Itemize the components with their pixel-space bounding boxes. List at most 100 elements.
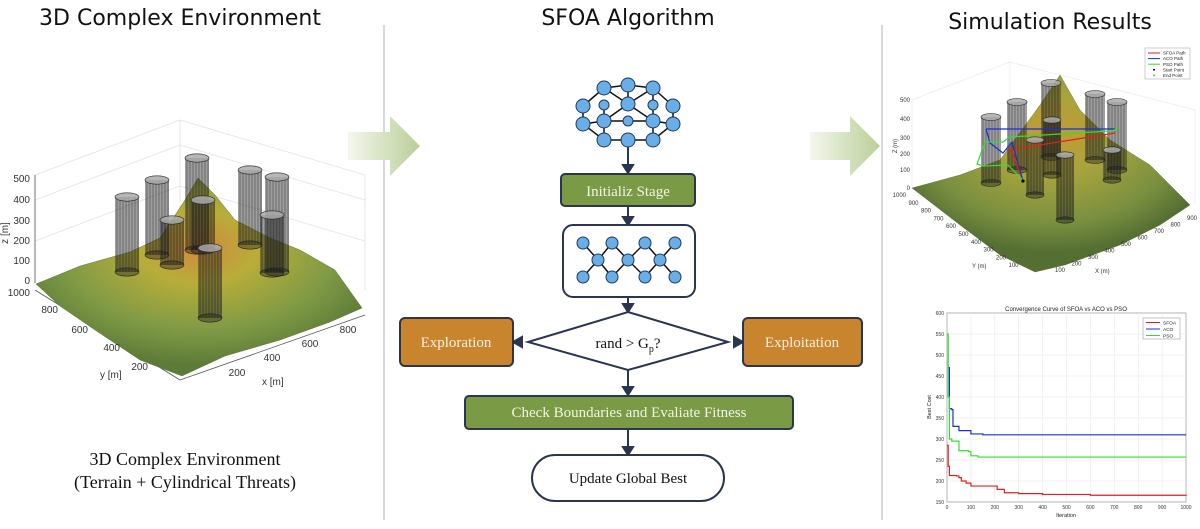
- y-tick-label: 1000: [893, 193, 907, 199]
- x-tick-label: 200: [1071, 262, 1082, 268]
- left-y-label: y [m]: [100, 370, 122, 381]
- x-tick-label: 900: [1187, 216, 1198, 222]
- threat-cylinder: [1025, 136, 1045, 199]
- z-tick-label: 500: [900, 98, 911, 104]
- right-x-label: X (m): [1095, 269, 1110, 275]
- network-node: [668, 270, 682, 284]
- x-tick-label: 400: [1038, 505, 1047, 511]
- divider-right: [881, 25, 883, 520]
- planned-paths: [976, 128, 1118, 183]
- x-tick-label: 100: [967, 505, 976, 511]
- x-tick-label: 900: [1158, 505, 1167, 511]
- x-tick-label: 500: [1121, 242, 1132, 248]
- convergence-xlabel: Iteration: [1056, 513, 1076, 519]
- y-tick-label: 100: [1008, 263, 1019, 269]
- y-tick-label: 200: [996, 255, 1007, 261]
- threat-cylinder: [1084, 90, 1106, 164]
- z-tick-label: 100: [900, 168, 911, 174]
- y-tick-label: 600: [946, 224, 957, 230]
- x-tick-label: 600: [302, 339, 319, 350]
- left-z-label: z [m]: [0, 222, 11, 244]
- init-stage-box: [560, 173, 696, 207]
- x-tick-label: 800: [340, 325, 357, 336]
- end-point: [1114, 128, 1118, 132]
- threat-cylinder: [159, 215, 185, 270]
- update-global-best-terminal: [531, 454, 725, 502]
- network-node: [620, 77, 636, 93]
- z-tick-label: 400: [13, 195, 30, 206]
- legend-entry: PSO Path: [1163, 62, 1184, 67]
- individual-network-icon: [576, 236, 682, 284]
- threat-cylinder: [114, 192, 140, 277]
- flowchart: [399, 77, 863, 502]
- decision-diamond: [524, 310, 732, 372]
- y-tick-label: 200: [131, 362, 148, 373]
- convergence-title: Convergence Curve of SFOA vs ACO vs PSO: [1005, 307, 1127, 313]
- x-tick-label: 600: [1086, 505, 1095, 511]
- z-tick-label: 100: [13, 256, 30, 267]
- network-node: [638, 270, 652, 284]
- series-line-sfoa: [947, 444, 1187, 497]
- exploration-label: Exploration: [421, 335, 492, 351]
- check-boundaries-box: [464, 395, 794, 430]
- x-tick-label: 200: [991, 505, 1000, 511]
- x-tick-label: 800: [1170, 223, 1181, 229]
- z-tick-label: 200: [13, 236, 30, 247]
- threat-cylinder: [237, 165, 263, 250]
- center-panel-title: SFOA Algorithm: [541, 6, 715, 31]
- x-tick-label: 700: [1154, 229, 1165, 235]
- terrain-surface: [35, 177, 363, 377]
- pso-path: [976, 129, 1117, 181]
- network-node: [665, 98, 681, 114]
- x-tick-label: 700: [1110, 505, 1119, 511]
- legend-entry: ACO Path: [1163, 56, 1184, 61]
- left-panel-title: 3D Complex Environment: [39, 6, 321, 31]
- network-node: [620, 132, 636, 148]
- network-node: [645, 80, 661, 96]
- decision-label: rand > Gp?: [595, 336, 660, 355]
- network-node: [605, 270, 619, 284]
- left-caption-line1: 3D Complex Environment: [89, 449, 281, 469]
- legend-entry: SFOA Path: [1163, 51, 1186, 56]
- x-tick-label: 400: [264, 353, 281, 364]
- legend-entry: Start Point: [1163, 67, 1185, 72]
- z-tick-label: 0: [24, 276, 30, 287]
- y-tick-label: 300: [936, 437, 945, 443]
- exploitation-label: Exploitation: [765, 335, 840, 351]
- network-node: [596, 132, 612, 148]
- x-tick-label: 0: [946, 505, 949, 511]
- y-tick-label: 400: [971, 240, 982, 246]
- y-tick-label: 700: [933, 216, 944, 222]
- y-tick-label: 250: [936, 458, 945, 464]
- legend-marker: [1153, 74, 1155, 77]
- threat-cylinder: [1055, 151, 1075, 224]
- network-node: [575, 116, 591, 132]
- right-panel-title: Simulation Results: [948, 10, 1152, 35]
- threat-cylinder: [980, 113, 1002, 187]
- x-tick-label: 100: [1055, 268, 1066, 274]
- arrow-right-icon: [348, 116, 420, 176]
- network-node: [668, 236, 682, 250]
- threat-cylinder: [197, 243, 223, 323]
- x-tick-label: 400: [1104, 249, 1115, 255]
- legend-entry: End Point: [1163, 73, 1183, 78]
- y-tick-label: 550: [936, 332, 945, 338]
- y-tick-label: 400: [103, 343, 120, 354]
- population-network-icon: [575, 77, 681, 148]
- z-tick-label: 400: [900, 117, 911, 123]
- aco-path: [985, 128, 1024, 182]
- network-node: [665, 116, 681, 132]
- network-node: [645, 113, 661, 129]
- start-point: [1021, 179, 1025, 183]
- series-line-pso: [947, 333, 1186, 458]
- z-tick-label: 500: [13, 174, 30, 185]
- y-tick-label: 1000: [8, 288, 31, 299]
- chart-legend: [1142, 317, 1181, 340]
- y-tick-label: 150: [936, 500, 945, 506]
- legend-entry: ACO: [1163, 327, 1174, 333]
- network-node: [645, 132, 661, 148]
- x-tick-label: 200: [229, 368, 246, 379]
- z-tick-label: 200: [900, 152, 911, 158]
